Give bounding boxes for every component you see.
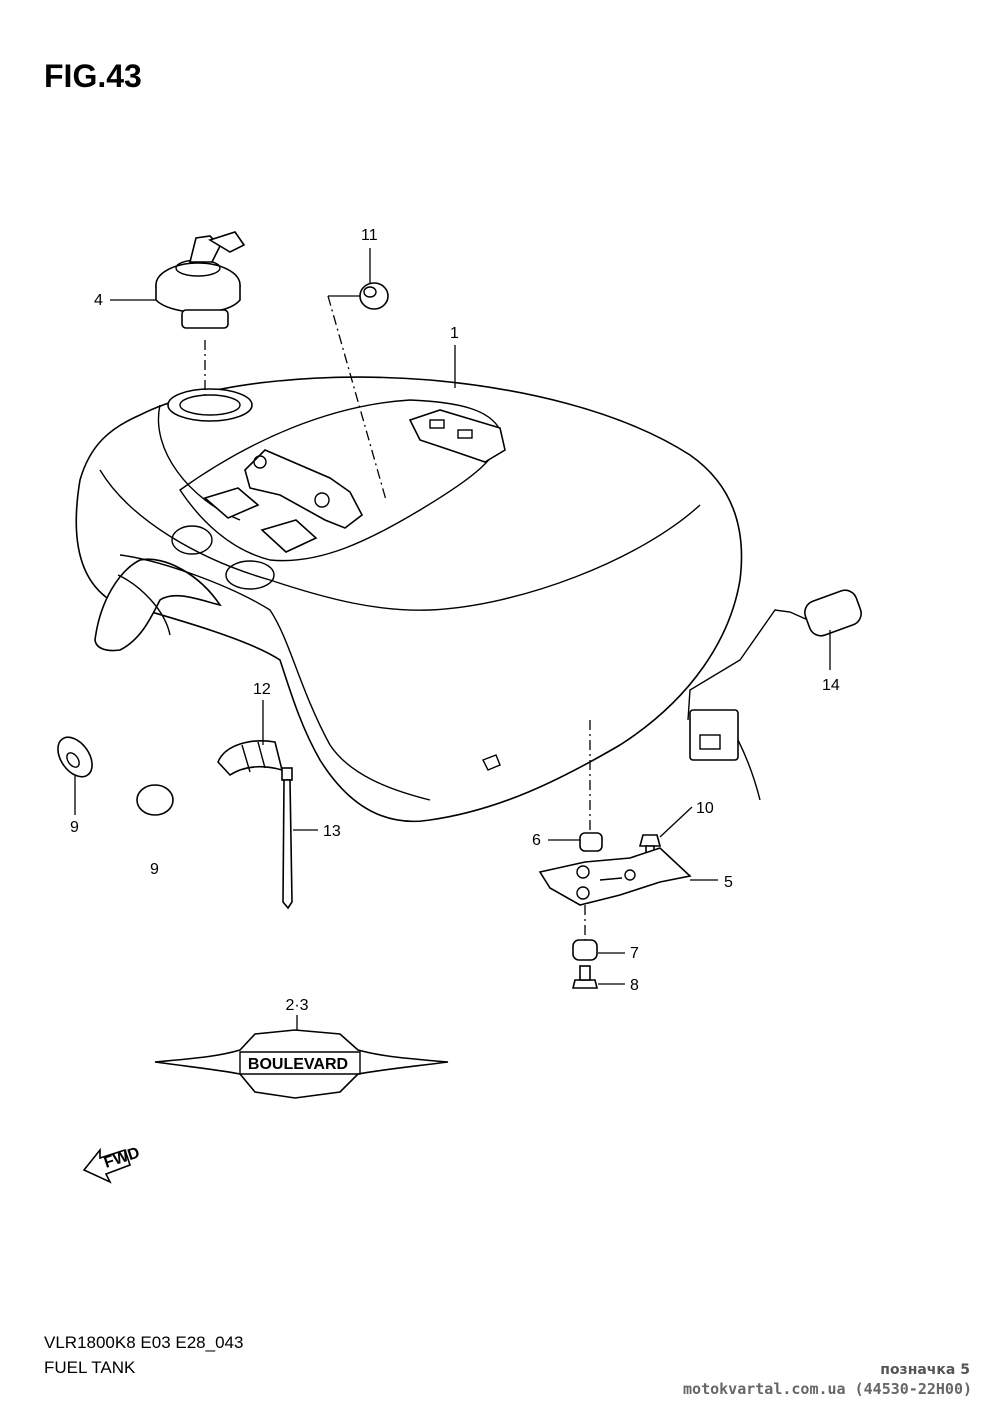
callout-6: 6 [532, 832, 541, 849]
figure-name: FUEL TANK [44, 1358, 136, 1377]
model-code: VLR1800K8 E03 E28_043 [44, 1333, 244, 1352]
callout-9a: 9 [70, 819, 79, 836]
leader-lines [74, 248, 831, 1030]
callout-11: 11 [361, 227, 378, 244]
watermark-tag: позначка 5 [880, 1362, 970, 1378]
callout-4: 4 [94, 292, 103, 309]
collar-6 [579, 832, 603, 852]
watermark-site: motokvartal.com.ua (44530-22H00) [683, 1380, 972, 1398]
emblem-text: BOULEVARD [248, 1056, 348, 1073]
cushion-7 [572, 939, 598, 961]
callout-9b: 9 [150, 861, 159, 878]
clamp-tie-13 [281, 767, 293, 910]
fuel-tank [75, 376, 743, 823]
protector-12 [217, 740, 284, 777]
callout-14: 14 [822, 677, 840, 694]
cushion-11 [359, 282, 389, 310]
callout-12: 12 [253, 681, 271, 698]
fuel-level-sensor [687, 589, 862, 801]
bracket-5 [538, 847, 692, 906]
cushion-9b [136, 784, 174, 816]
emblem-boulevard: BOULEVARD [154, 1029, 449, 1099]
callout-8: 8 [630, 977, 639, 994]
callout-2-3: 2·3 [285, 997, 308, 1014]
bolt-8 [571, 965, 599, 989]
callout-7: 7 [630, 945, 639, 962]
figure-title: FIG.43 [44, 58, 142, 94]
callout-13: 13 [323, 823, 341, 840]
forward-arrow-icon: FWD [82, 1144, 142, 1184]
callout-1: 1 [450, 325, 459, 342]
cushion-9a [57, 736, 93, 778]
callout-10: 10 [696, 800, 714, 817]
callout-labels: 1 2·3 4 5 6 7 8 9 9 10 11 12 13 14 [70, 227, 840, 1014]
fuel-cap [155, 231, 246, 329]
callout-5: 5 [724, 874, 733, 891]
